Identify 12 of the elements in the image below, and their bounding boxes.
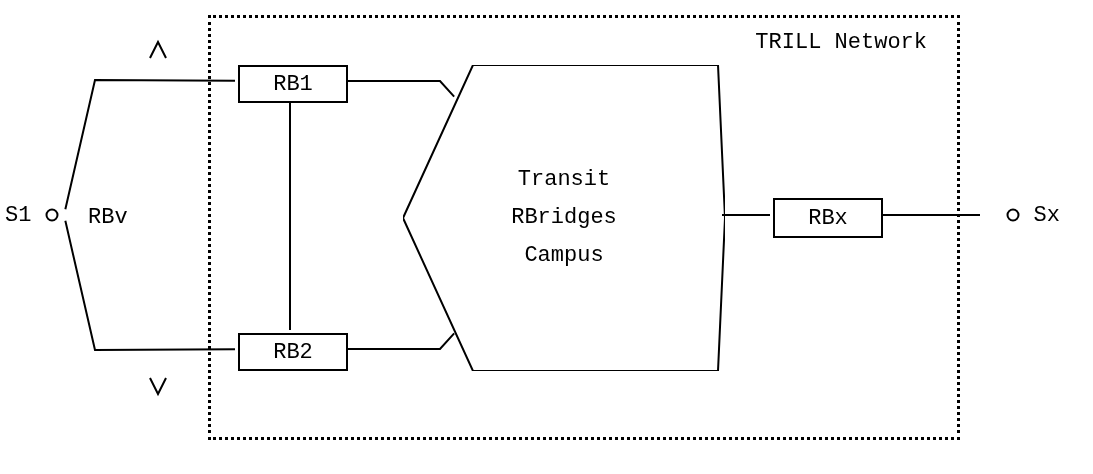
station-label: S1 <box>5 201 32 230</box>
bridge-box: RBx <box>773 198 883 238</box>
connector-line <box>721 214 771 216</box>
network-label: TRILL Network <box>755 29 927 57</box>
bridge-box: RB1 <box>238 65 348 103</box>
connector-line <box>64 219 236 351</box>
station-label: Sx <box>1033 201 1060 230</box>
connector-line <box>64 79 236 211</box>
bridge-box: RB2 <box>238 333 348 371</box>
campus-label: Transit RBridges Campus <box>510 166 618 270</box>
virtual-bridge-label: RBv <box>88 204 128 232</box>
network-boundary <box>208 15 960 440</box>
